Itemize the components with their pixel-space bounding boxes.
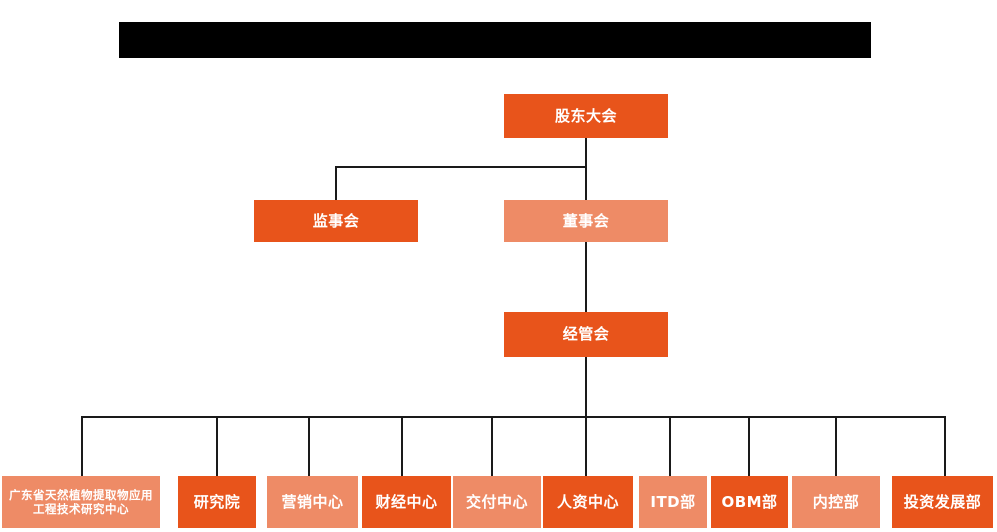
connector-to-investment-development-department <box>944 416 946 476</box>
node-label: ITD部 <box>650 492 696 511</box>
node-hr-center[interactable]: 人资中心 <box>543 476 633 528</box>
node-label: 股东大会 <box>554 106 617 125</box>
node-label: 广东省天然植物提取物应用工程技术研究中心 <box>9 487 153 516</box>
node-board-of-supervisors[interactable]: 监事会 <box>254 200 418 242</box>
node-label: 监事会 <box>312 211 360 230</box>
node-delivery-center[interactable]: 交付中心 <box>453 476 541 528</box>
connector-to-finance-center <box>401 416 403 476</box>
node-management-committee[interactable]: 经管会 <box>504 312 668 357</box>
connector-to-board-of-directors <box>585 166 587 200</box>
node-obm-department[interactable]: OBM部 <box>711 476 788 528</box>
node-board-of-directors[interactable]: 董事会 <box>504 200 668 242</box>
node-label: 董事会 <box>562 211 610 230</box>
node-finance-center[interactable]: 财经中心 <box>362 476 451 528</box>
connector-to-internal-control-department <box>835 416 837 476</box>
connector-to-obm-department <box>748 416 750 476</box>
node-label: 内控部 <box>812 492 860 511</box>
node-label: 财经中心 <box>375 492 438 511</box>
node-internal-control-department[interactable]: 内控部 <box>792 476 880 528</box>
connector-level4-bus <box>81 416 945 418</box>
node-label: OBM部 <box>721 492 778 511</box>
node-marketing-center[interactable]: 营销中心 <box>267 476 358 528</box>
connector-to-guangdong-research-center <box>81 416 83 476</box>
node-label: 营销中心 <box>281 492 344 511</box>
node-guangdong-research-center[interactable]: 广东省天然植物提取物应用工程技术研究中心 <box>2 476 160 528</box>
node-shareholders-meeting[interactable]: 股东大会 <box>504 94 668 138</box>
connector-to-hr-center <box>585 416 587 476</box>
connector-management-to-bus <box>585 357 587 417</box>
connector-to-delivery-center <box>491 416 493 476</box>
redacted-title-text <box>119 22 871 58</box>
connector-to-board-of-supervisors <box>335 166 337 200</box>
node-research-institute[interactable]: 研究院 <box>178 476 256 528</box>
connector-to-research-institute <box>216 416 218 476</box>
node-itd-department[interactable]: ITD部 <box>639 476 707 528</box>
node-label: 经管会 <box>562 325 610 344</box>
connector-to-itd-department <box>669 416 671 476</box>
connector-shareholders-down <box>585 138 587 166</box>
redacted-title-bar <box>119 22 871 58</box>
node-label: 投资发展部 <box>903 492 982 511</box>
connector-to-marketing-center <box>308 416 310 476</box>
node-label: 交付中心 <box>465 492 528 511</box>
connector-directors-to-management <box>585 242 587 312</box>
connector-level2-bus <box>335 166 587 168</box>
node-label: 人资中心 <box>556 492 619 511</box>
node-label: 研究院 <box>193 492 241 511</box>
node-investment-development-department[interactable]: 投资发展部 <box>892 476 993 528</box>
